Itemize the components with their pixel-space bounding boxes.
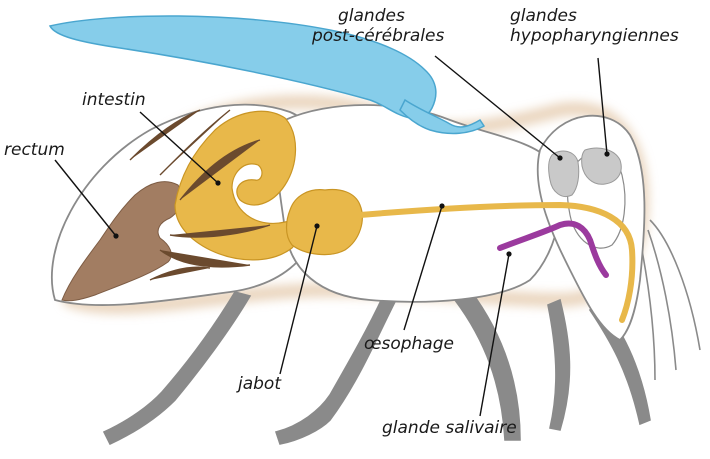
label-glandes-post-line1: glandes bbox=[338, 6, 405, 26]
label-oesophage: œsophage bbox=[364, 334, 454, 354]
front-leg-2 bbox=[548, 300, 569, 430]
label-glandes-post-line2: post-cérébrales bbox=[312, 26, 444, 46]
glandes-post-cerebrales-shape bbox=[549, 151, 579, 197]
antenna-2 bbox=[648, 230, 676, 370]
label-rectum: rectum bbox=[4, 140, 65, 160]
label-jabot: jabot bbox=[238, 374, 281, 394]
jabot-shape bbox=[287, 190, 363, 255]
label-intestin: intestin bbox=[82, 90, 146, 110]
label-glande-salivaire: glande salivaire bbox=[382, 418, 517, 438]
antenna-1 bbox=[650, 220, 700, 350]
label-glandes-hypo-line1: glandes bbox=[510, 6, 577, 26]
label-glandes-hypo-line2: hypopharyngiennes bbox=[510, 26, 679, 46]
hind-leg bbox=[104, 292, 250, 444]
